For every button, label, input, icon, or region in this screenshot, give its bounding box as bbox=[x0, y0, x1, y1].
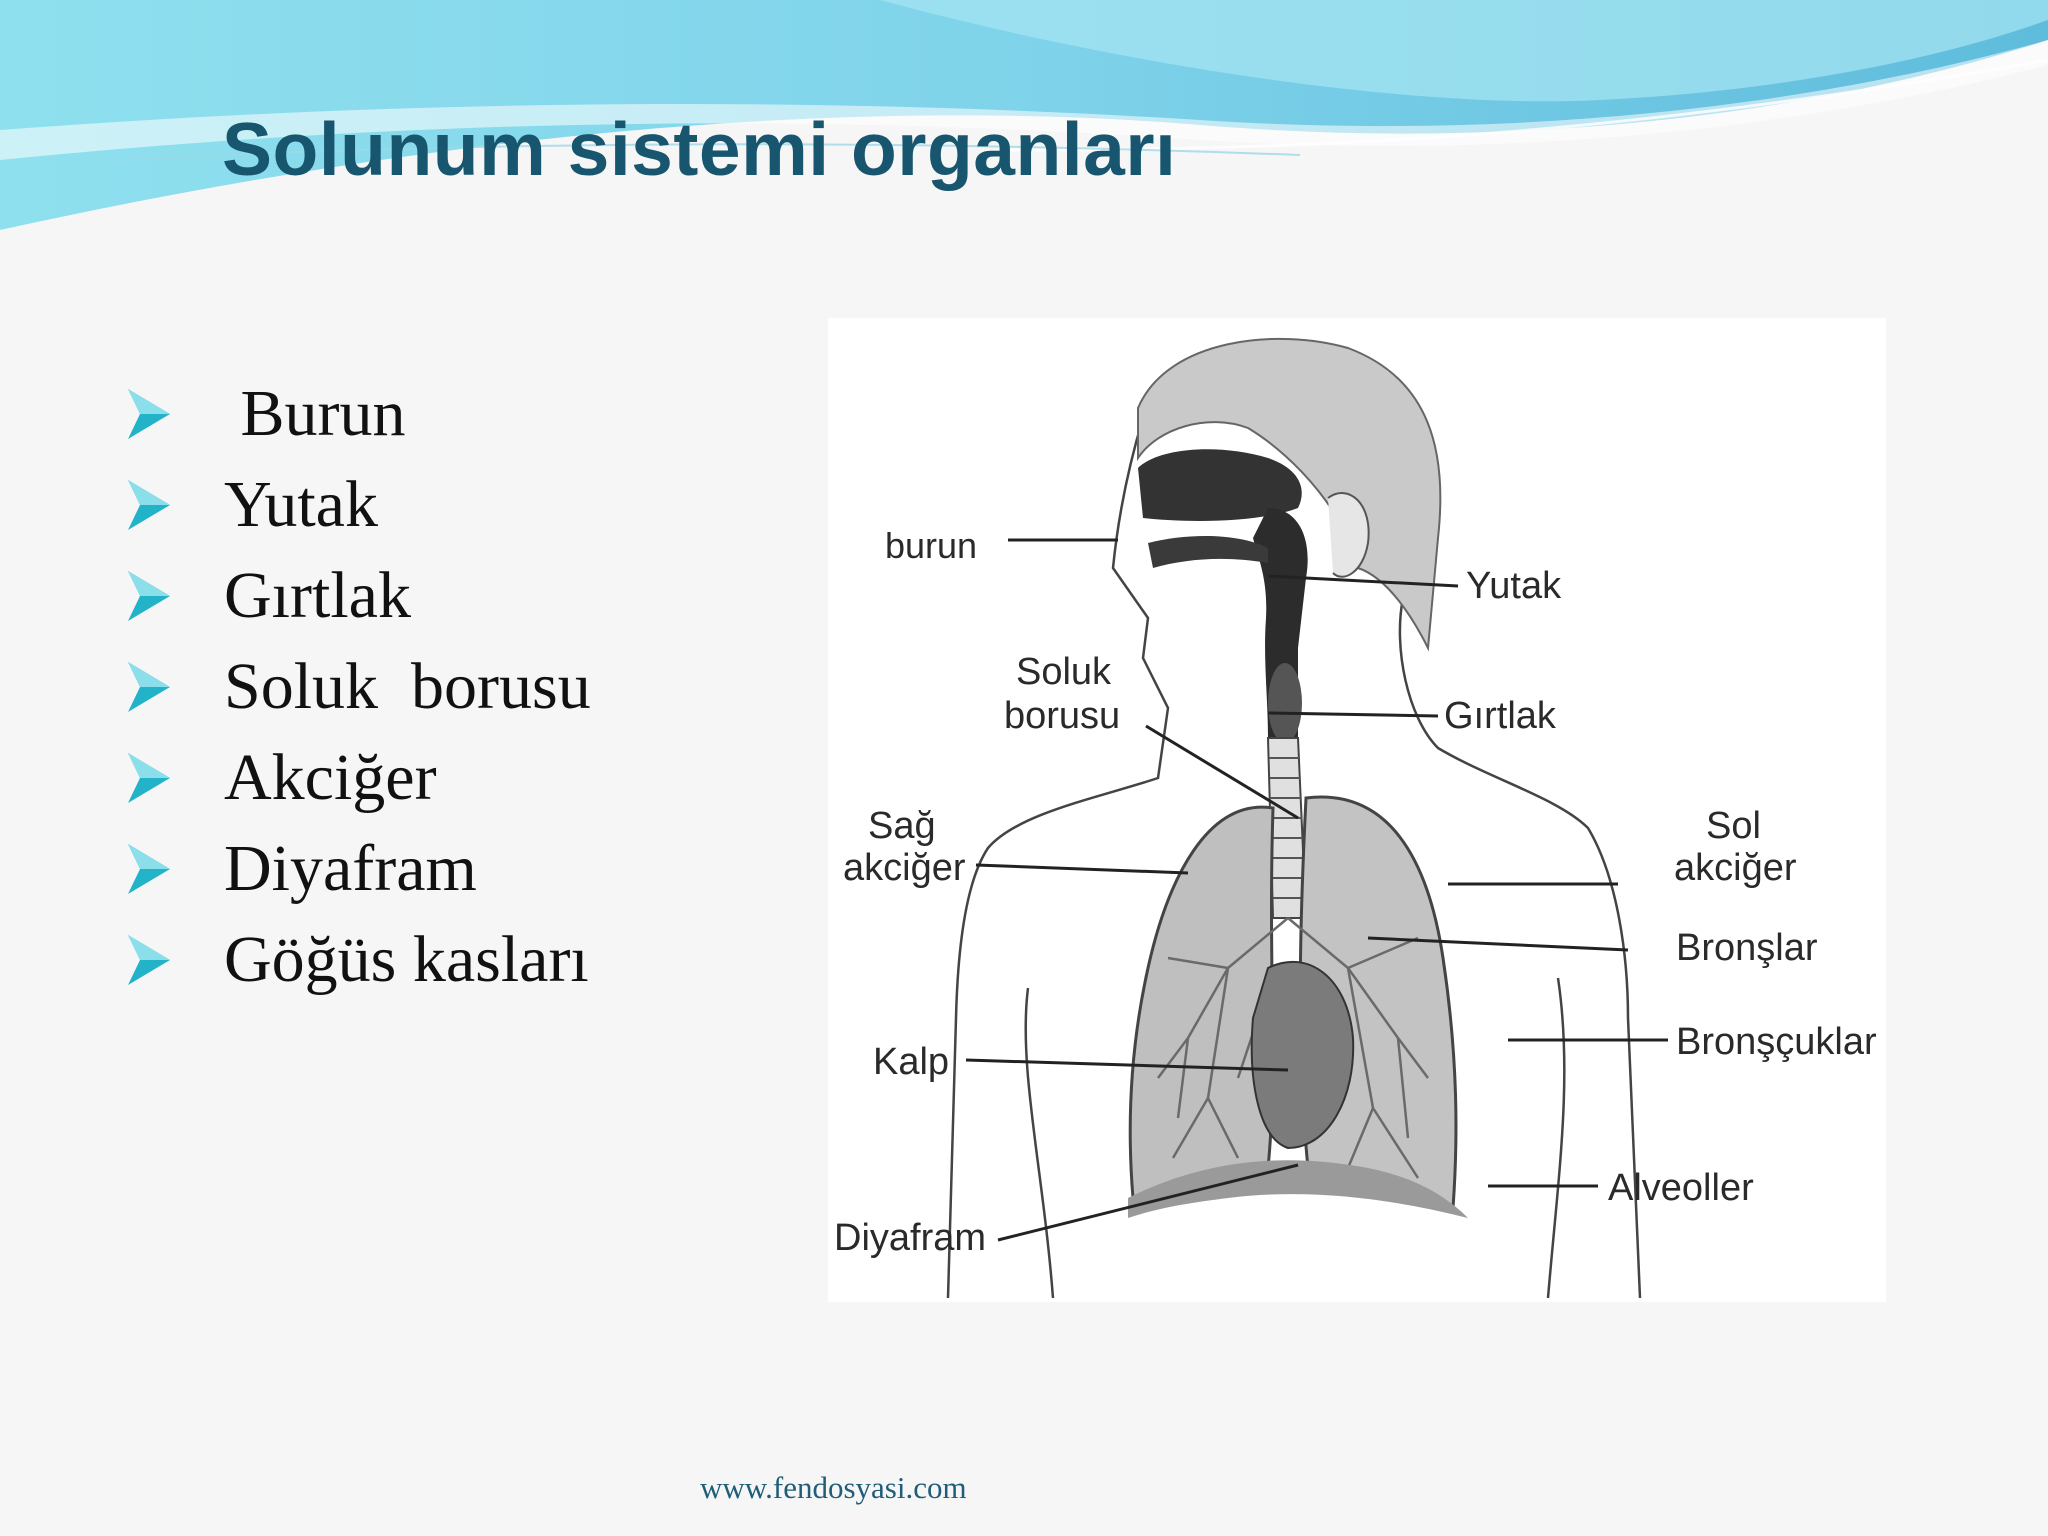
hair-shape bbox=[1137, 337, 1442, 652]
label-alveoller: Alveoller bbox=[1608, 1167, 1754, 1209]
label-soluk-line1: Soluk bbox=[1016, 651, 1112, 693]
label-diyafram: Diyafram bbox=[834, 1217, 986, 1259]
list-item: Göğüs kasları bbox=[126, 914, 591, 1005]
arrow-bullet-icon bbox=[128, 934, 170, 985]
list-item: Gırtlak bbox=[126, 550, 591, 641]
label-soluk-line2: borusu bbox=[1004, 695, 1120, 737]
leader-lines bbox=[965, 538, 1668, 1242]
human-body-outline bbox=[946, 417, 1642, 1299]
arrow-bullet-icon bbox=[128, 843, 170, 894]
slide-title: Solunum sistemi organları bbox=[222, 107, 1177, 191]
label-sol-line1: Sol bbox=[1706, 805, 1761, 847]
list-item-label: Gırtlak bbox=[224, 558, 411, 632]
organ-list: Burun Yutak Gırtlak Soluk borusu Akciğer… bbox=[126, 368, 591, 1005]
arrow-bullet-icon bbox=[128, 388, 170, 439]
list-item-label: Soluk borusu bbox=[224, 649, 591, 723]
respiratory-system-diagram: burun Yutak Soluk borusu Gırtlak Sağ akc… bbox=[828, 318, 1886, 1302]
ear-shape bbox=[1327, 492, 1370, 578]
bronchial-tree bbox=[1157, 917, 1429, 1179]
label-sag-line1: Sağ bbox=[868, 805, 936, 847]
larynx-shape bbox=[1268, 663, 1302, 743]
label-bronscuklar: Bronşçuklar bbox=[1676, 1021, 1877, 1063]
list-item: Soluk borusu bbox=[126, 641, 591, 732]
label-sag-line2: akciğer bbox=[843, 847, 966, 889]
heart-shape bbox=[1250, 960, 1355, 1150]
list-item-label: Akciğer bbox=[224, 740, 437, 814]
footer-url: www.fendosyasi.com bbox=[700, 1470, 967, 1505]
trachea-rings bbox=[1269, 757, 1305, 899]
label-girtlak: Gırtlak bbox=[1444, 695, 1557, 737]
list-item-label: Göğüs kasları bbox=[224, 922, 589, 996]
arrow-bullet-icon bbox=[128, 570, 170, 621]
arrow-bullet-icon bbox=[128, 661, 170, 712]
list-item: Burun bbox=[126, 368, 591, 459]
diaphragm-shape bbox=[1128, 1160, 1468, 1218]
list-item-label: Yutak bbox=[224, 467, 378, 541]
nasal-cavity-shape bbox=[1138, 449, 1302, 521]
list-item: Akciğer bbox=[126, 732, 591, 823]
header-wave bbox=[0, 0, 2048, 230]
list-item-label: Burun bbox=[224, 376, 406, 450]
label-kalp: Kalp bbox=[873, 1041, 949, 1083]
arrow-bullet-icon bbox=[128, 479, 170, 530]
arrow-bullet-icon bbox=[128, 752, 170, 803]
list-item: Diyafram bbox=[126, 823, 591, 914]
list-item-label: Diyafram bbox=[224, 831, 477, 905]
list-item: Yutak bbox=[126, 459, 591, 550]
mouth-shape bbox=[1148, 536, 1268, 568]
label-bronslar: Bronşlar bbox=[1676, 927, 1818, 969]
label-yutak: Yutak bbox=[1466, 565, 1562, 607]
label-sol-line2: akciğer bbox=[1674, 847, 1797, 889]
label-burun: burun bbox=[885, 525, 977, 566]
